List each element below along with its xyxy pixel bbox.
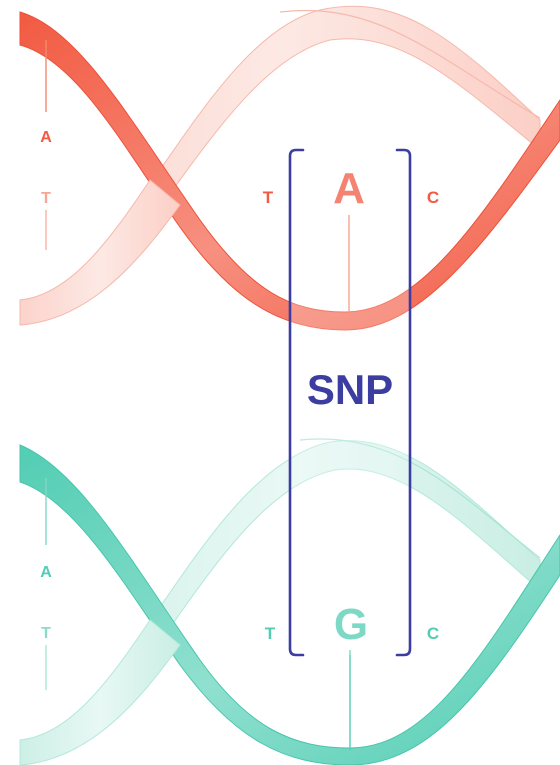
bottom-variant-base: G xyxy=(334,600,368,649)
top-back-strand-front xyxy=(19,179,181,326)
bottom-flank-left: T xyxy=(265,624,276,643)
top-flank-left: T xyxy=(263,188,274,207)
snp-bracket-right xyxy=(395,148,412,657)
snp-bracket-left xyxy=(288,148,305,657)
top-back-edge xyxy=(279,9,541,119)
top-flank-right: C xyxy=(427,188,439,207)
bottom-left-label-a: A xyxy=(40,564,52,581)
snp-label: SNP xyxy=(307,366,393,413)
top-helix: A T T A C xyxy=(19,5,560,331)
bottom-left-label-t: T xyxy=(41,625,51,642)
bottom-back-strand-front xyxy=(19,619,181,765)
top-left-label-a: A xyxy=(40,129,52,146)
snp-bracket: SNP xyxy=(288,148,412,657)
bottom-back-edge xyxy=(299,438,541,559)
top-variant-base: A xyxy=(333,164,365,213)
bottom-front-strand xyxy=(19,444,560,765)
snp-bracket-panel xyxy=(290,150,410,655)
bottom-helix: A T T G C xyxy=(19,438,560,765)
bottom-flank-right: C xyxy=(427,624,439,643)
top-left-label-t: T xyxy=(41,190,51,207)
top-front-strand xyxy=(19,11,560,331)
